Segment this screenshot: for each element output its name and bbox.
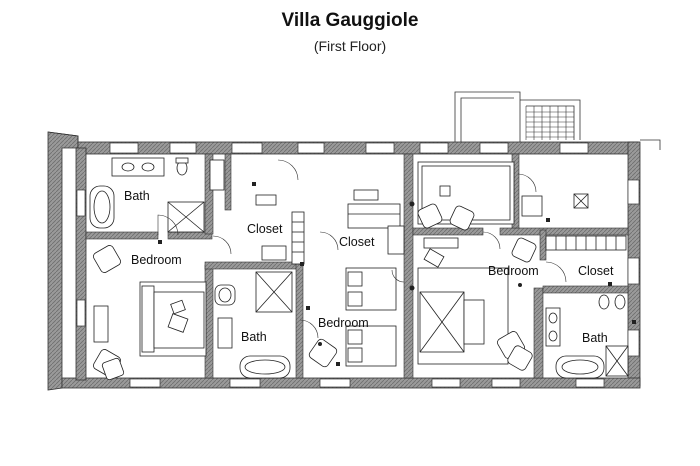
room-label-closet-1: Closet [247, 222, 283, 236]
interior-walls [85, 153, 629, 379]
door-swings [157, 159, 567, 339]
furniture [89, 157, 629, 381]
terrace-stairs [454, 91, 661, 150]
windows [76, 142, 640, 388]
room-label-bath-nw: Bath [124, 189, 150, 203]
fixture-markers [158, 182, 636, 366]
room-label-bedroom-e: Bedroom [488, 264, 539, 278]
room-label-bath-e: Bath [582, 331, 608, 345]
room-label-bath-mid: Bath [241, 330, 267, 344]
room-label-bedroom-mid: Bedroom [318, 316, 369, 330]
room-label-closet-2: Closet [339, 235, 375, 249]
room-label-bedroom-w: Bedroom [131, 253, 182, 267]
room-label-closet-e: Closet [578, 264, 614, 278]
plan-subtitle: (First Floor) [313, 38, 387, 54]
plan-title: Villa Gauggiole [281, 10, 419, 31]
